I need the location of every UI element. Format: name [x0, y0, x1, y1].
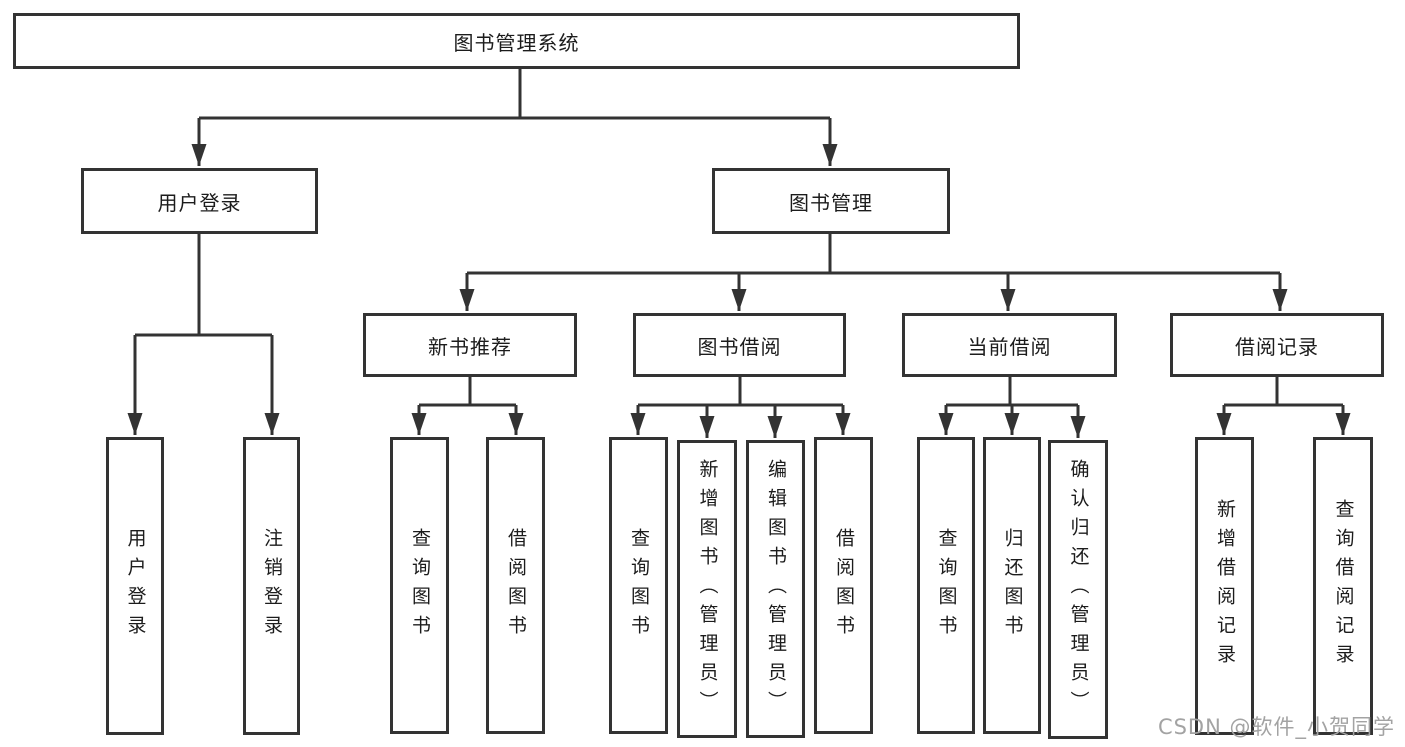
leaf-add-book-admin: 新增图书（管理员）	[677, 440, 737, 738]
leaf-label: 新增图书（管理员）	[696, 458, 719, 720]
leaf-edit-book-admin: 编辑图书（管理员）	[746, 440, 805, 738]
node-label: 当前借阅	[967, 334, 1052, 359]
leaf-label: 查询图书	[409, 527, 431, 644]
leaf-label: 用户登录	[124, 528, 147, 644]
leaf-label: 借阅图书	[505, 527, 527, 644]
node-library-system: 图书管理系统	[13, 13, 1020, 69]
connector-trunks	[135, 69, 1343, 407]
csdn-watermark: CSDN @软件_小贺同学	[1157, 715, 1395, 739]
leaf-label: 注销登录	[261, 528, 283, 644]
leaf-return-books: 归还图书	[983, 437, 1041, 734]
node-label: 新书推荐	[428, 334, 512, 359]
leaf-add-borrow-record: 新增借阅记录	[1195, 437, 1254, 735]
node-new-book-recommendation: 新书推荐	[363, 313, 577, 377]
leaf-label: 新增借阅记录	[1214, 499, 1236, 673]
leaf-label: 归还图书	[1001, 527, 1024, 644]
node-book-management: 图书管理	[712, 168, 950, 234]
leaf-borrow-books-borrowing: 借阅图书	[814, 437, 873, 734]
leaf-label: 查询图书	[628, 527, 650, 644]
node-label: 借阅记录	[1235, 334, 1319, 359]
leaf-query-borrow-record: 查询借阅记录	[1313, 437, 1373, 735]
leaf-label: 确认归还（管理员）	[1067, 459, 1090, 720]
node-current-borrowing: 当前借阅	[902, 313, 1117, 377]
leaf-label: 查询图书	[935, 527, 958, 644]
leaf-borrow-books-recommend: 借阅图书	[486, 437, 545, 734]
leaf-query-books-recommend: 查询图书	[390, 437, 449, 734]
leaf-user-login: 用户登录	[106, 437, 164, 735]
leaf-logout-login: 注销登录	[243, 437, 300, 735]
leaf-query-books-current: 查询图书	[917, 437, 975, 734]
node-label: 用户登录	[157, 190, 242, 215]
node-borrowing-records: 借阅记录	[1170, 313, 1384, 377]
node-label: 图书借阅	[697, 334, 782, 359]
leaf-label: 编辑图书（管理员）	[765, 458, 787, 720]
leaf-label: 借阅图书	[833, 527, 855, 644]
connector-arrows	[127, 118, 1351, 438]
node-book-borrowing: 图书借阅	[633, 313, 846, 377]
node-label: 图书管理	[789, 190, 873, 215]
leaf-confirm-return-admin: 确认归还（管理员）	[1048, 440, 1108, 739]
leaf-query-books-borrowing: 查询图书	[609, 437, 668, 734]
leaf-label: 查询借阅记录	[1332, 499, 1355, 673]
node-label: 图书管理系统	[453, 30, 580, 55]
node-user-login: 用户登录	[81, 168, 318, 234]
